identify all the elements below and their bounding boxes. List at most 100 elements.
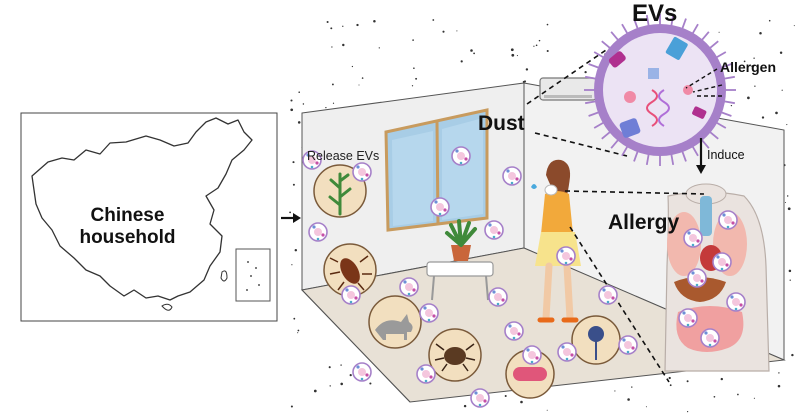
dust-speck <box>751 65 754 68</box>
dust-speck <box>525 68 529 71</box>
dust-speck <box>329 385 331 387</box>
dust-speck <box>473 52 475 55</box>
dust-speck <box>510 48 514 52</box>
chinese-household-label: Chinese household <box>40 205 215 249</box>
ev-particle <box>522 345 542 365</box>
ev-particle <box>352 162 372 182</box>
dust-speck <box>645 406 647 408</box>
dust-speck <box>730 104 733 107</box>
dust-speck <box>631 386 633 388</box>
dust-speck <box>289 211 292 214</box>
dust-speck <box>516 55 518 57</box>
ev-particle <box>352 362 372 382</box>
ev-membrane-spike <box>601 130 612 140</box>
dust-speck <box>361 77 364 79</box>
dust-speck <box>784 201 787 204</box>
source-cat-circle <box>368 295 422 349</box>
dust-speck <box>332 102 335 104</box>
arrow-map-to-room <box>281 213 301 223</box>
dust-speck <box>292 183 295 186</box>
ev-particle <box>618 335 638 355</box>
ev-membrane-spike <box>610 31 620 42</box>
dust-speck <box>788 269 792 273</box>
dust-speck <box>340 364 342 366</box>
dust-speck <box>294 248 298 252</box>
dust-speck <box>326 20 329 24</box>
dust-speck <box>520 400 523 404</box>
ev-particle <box>557 342 577 362</box>
source-bacteria-circle <box>505 349 555 399</box>
dust-speck <box>614 390 616 392</box>
ev-particle-body <box>712 252 732 272</box>
dust-speck <box>351 65 354 68</box>
dust-speck <box>442 30 445 33</box>
ev-membrane-spike <box>700 138 710 149</box>
woman-sneezing <box>531 159 581 323</box>
dust-speck <box>291 264 293 266</box>
dust-speck <box>456 30 458 32</box>
source-mite-circle <box>428 328 482 382</box>
dust-speck <box>297 121 301 124</box>
dust-speck <box>538 39 541 42</box>
dust-speck <box>356 23 359 27</box>
dust-speck <box>793 25 795 27</box>
ev-particle <box>308 222 328 242</box>
dust-speck <box>778 372 780 374</box>
dust-speck <box>463 404 467 408</box>
zoom-lines <box>526 47 705 383</box>
dust-speck <box>747 96 750 100</box>
dust-speck <box>668 376 671 380</box>
map-label-line1: Chinese <box>90 205 165 226</box>
dust-speck <box>789 279 791 281</box>
ev-vesicle-diagram <box>584 14 736 166</box>
dust-speck <box>340 382 343 386</box>
dust-speck <box>781 89 783 91</box>
hainan-island <box>161 303 173 311</box>
source-plant-circle <box>313 164 367 218</box>
dust-speck <box>411 85 414 87</box>
ev-membrane-spike <box>601 40 612 50</box>
dust-speck <box>373 19 376 23</box>
dust-speck <box>413 67 415 69</box>
dust-speck <box>342 25 344 27</box>
dust-speck <box>292 161 295 164</box>
ev-membrane-spike <box>610 138 620 149</box>
dust-speck <box>297 329 300 332</box>
source-mold-circle <box>571 315 621 365</box>
ev-membrane-spike <box>621 144 629 157</box>
dust-speck <box>786 124 788 126</box>
dust-speck <box>470 49 473 52</box>
dust-speck <box>779 51 783 55</box>
dust-speck <box>720 377 723 381</box>
ev-particle-body <box>718 210 738 230</box>
ev-particle <box>598 285 618 305</box>
ev-particle <box>451 146 471 166</box>
ev-particle <box>416 364 436 384</box>
dust-speck <box>432 19 435 21</box>
dust-speck <box>775 111 778 115</box>
dust-speck <box>743 60 746 63</box>
dust-speck <box>313 389 317 393</box>
dust-speck <box>358 84 360 86</box>
dust-speck <box>768 19 771 22</box>
dust-speck <box>349 374 352 377</box>
dust-speck <box>378 47 380 49</box>
dust-speck <box>754 85 756 87</box>
ev-particle-body <box>726 292 746 312</box>
dust-speck <box>535 44 538 47</box>
dust-speck <box>342 43 345 47</box>
dust-speck <box>328 366 331 369</box>
dust-speck <box>713 395 716 398</box>
dust-speck <box>584 70 587 74</box>
map-panel <box>20 112 278 322</box>
dust-speck <box>290 405 293 408</box>
induce-arrow <box>696 138 706 174</box>
dust-speck <box>412 39 414 41</box>
dust-speck <box>791 353 794 357</box>
dust-speck <box>669 384 672 387</box>
dust-speck <box>686 380 689 383</box>
ev-membrane-spike <box>700 31 710 42</box>
dust-speck <box>753 397 755 399</box>
dust-speck <box>787 207 791 211</box>
